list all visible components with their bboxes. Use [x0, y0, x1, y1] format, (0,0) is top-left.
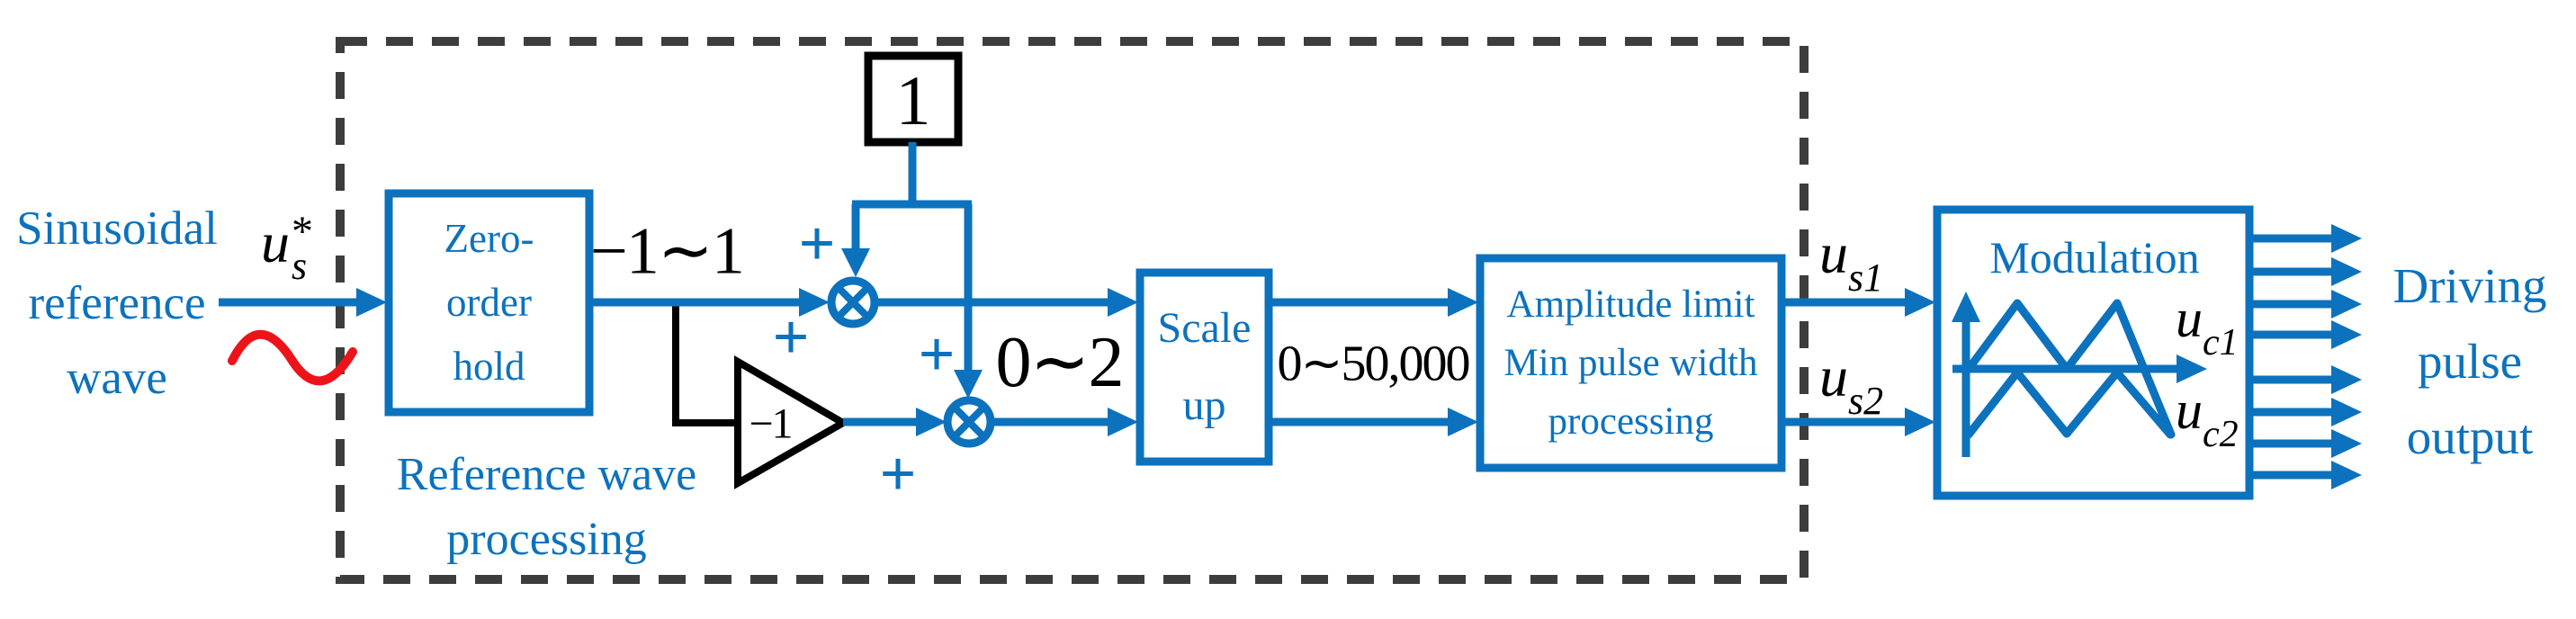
plus-sign-sum2-top: +: [918, 318, 956, 390]
scale-up-label: Scale up: [1140, 273, 1269, 462]
scale-up-label-line: up: [1182, 381, 1226, 429]
gain-triangle-icon: [734, 355, 851, 489]
signal-base: u: [261, 211, 290, 274]
plus-sign-sum2-left: +: [879, 437, 917, 510]
signal-subscript: s1: [1848, 256, 1884, 300]
signal-base: u: [1819, 221, 1848, 285]
signal-base: u: [1819, 345, 1848, 408]
input-source-label: Sinusoidal reference wave: [0, 192, 234, 416]
amplitude-limit-label: Amplitude limit Min pulse width processi…: [1480, 258, 1782, 468]
driving-pulse-output-arrows: [2249, 224, 2362, 489]
modulation-title: Modulation: [1989, 232, 2200, 283]
signal-uc1-label: uc1: [2176, 289, 2239, 362]
input-signal-label: u*s: [261, 208, 313, 288]
amplitude-limit-label-line: processing: [1548, 400, 1714, 443]
signal-subscript: c1: [2203, 322, 2239, 363]
signal-superscript: *: [292, 208, 313, 256]
dashed-boundary: [336, 37, 1809, 584]
output-arrow: [2249, 257, 2362, 286]
group-label-line: processing: [446, 514, 647, 565]
sine-wave-icon: [228, 329, 357, 386]
input-source-label-line: Sinusoidal: [16, 202, 218, 255]
output-label-line: output: [2406, 409, 2534, 464]
constant-one-feed-lines: [841, 142, 983, 399]
constant-one-value: 1: [895, 61, 931, 139]
arrow-us2-to-modulation: [1782, 408, 1935, 436]
constant-one-block: [864, 51, 963, 147]
sum-junction-1-icon: [827, 276, 879, 328]
output-label: Driving pulse output: [2366, 248, 2573, 475]
carrier-wave-uc1-icon: [1964, 299, 2176, 439]
output-arrow: [2249, 429, 2362, 458]
sum-junction-2-icon: [943, 396, 995, 448]
zoh-label-line: hold: [453, 344, 525, 389]
signal-base: u: [2176, 289, 2203, 348]
output-label-line: Driving: [2392, 258, 2547, 313]
gain-value-label: −1: [749, 399, 793, 448]
input-source-label-line: reference: [28, 277, 206, 329]
sum-output-range-label: 0∼2: [995, 323, 1124, 402]
zoh-output-range-label: −1∼1: [590, 214, 745, 289]
zero-order-hold-label: Zero- order hold: [389, 193, 589, 412]
input-source-label-line: wave: [67, 352, 167, 404]
arrow-us1-to-modulation: [1782, 288, 1935, 317]
scale-up-label-line: Scale: [1157, 304, 1252, 352]
signal-us2-label: us2: [1819, 345, 1883, 421]
branch-to-gain-line: [672, 302, 736, 426]
output-arrow: [2249, 224, 2362, 253]
scale-up-block: [1135, 268, 1273, 466]
signal-uc2-label: uc2: [2176, 381, 2239, 453]
group-label: Reference wave processing: [342, 443, 751, 572]
arrow-gain-to-sum2: [843, 408, 947, 436]
arrow-sum2-to-scale: [993, 408, 1138, 436]
scale-output-range-label: 0∼50,000: [1277, 336, 1471, 392]
output-arrow: [2249, 365, 2362, 394]
output-label-line: pulse: [2417, 334, 2523, 389]
amplitude-limit-block: [1476, 254, 1786, 472]
group-label-line: Reference wave: [396, 449, 697, 500]
arrow-scale-to-limit-bottom: [1269, 408, 1478, 436]
modulation-block: [1933, 205, 2254, 500]
zoh-label-line: Zero-: [444, 216, 534, 261]
zoh-label-line: order: [446, 280, 532, 325]
output-arrow: [2249, 398, 2362, 426]
signal-us1-label: us1: [1819, 225, 1883, 298]
arrow-zoh-to-sum1: [589, 288, 830, 317]
signal-subscript: c2: [2203, 414, 2239, 455]
amplitude-limit-label-line: Amplitude limit: [1506, 283, 1755, 326]
plus-sign-sum1-top: +: [798, 207, 836, 280]
input-arrow: [219, 288, 387, 317]
signal-subscript: s2: [1848, 379, 1884, 423]
output-arrow: [2249, 461, 2362, 489]
signal-base: u: [2176, 381, 2203, 440]
output-arrow: [2249, 290, 2362, 318]
amplitude-limit-label-line: Min pulse width: [1503, 342, 1758, 384]
carrier-wave-uc2-icon: [1964, 368, 2175, 439]
output-arrow: [2249, 320, 2362, 349]
plus-sign-sum1-left: +: [772, 301, 810, 373]
arrow-sum1-to-scale: [875, 288, 1138, 317]
arrow-scale-to-limit-top: [1269, 288, 1478, 317]
signal-subscript: s: [292, 244, 308, 288]
